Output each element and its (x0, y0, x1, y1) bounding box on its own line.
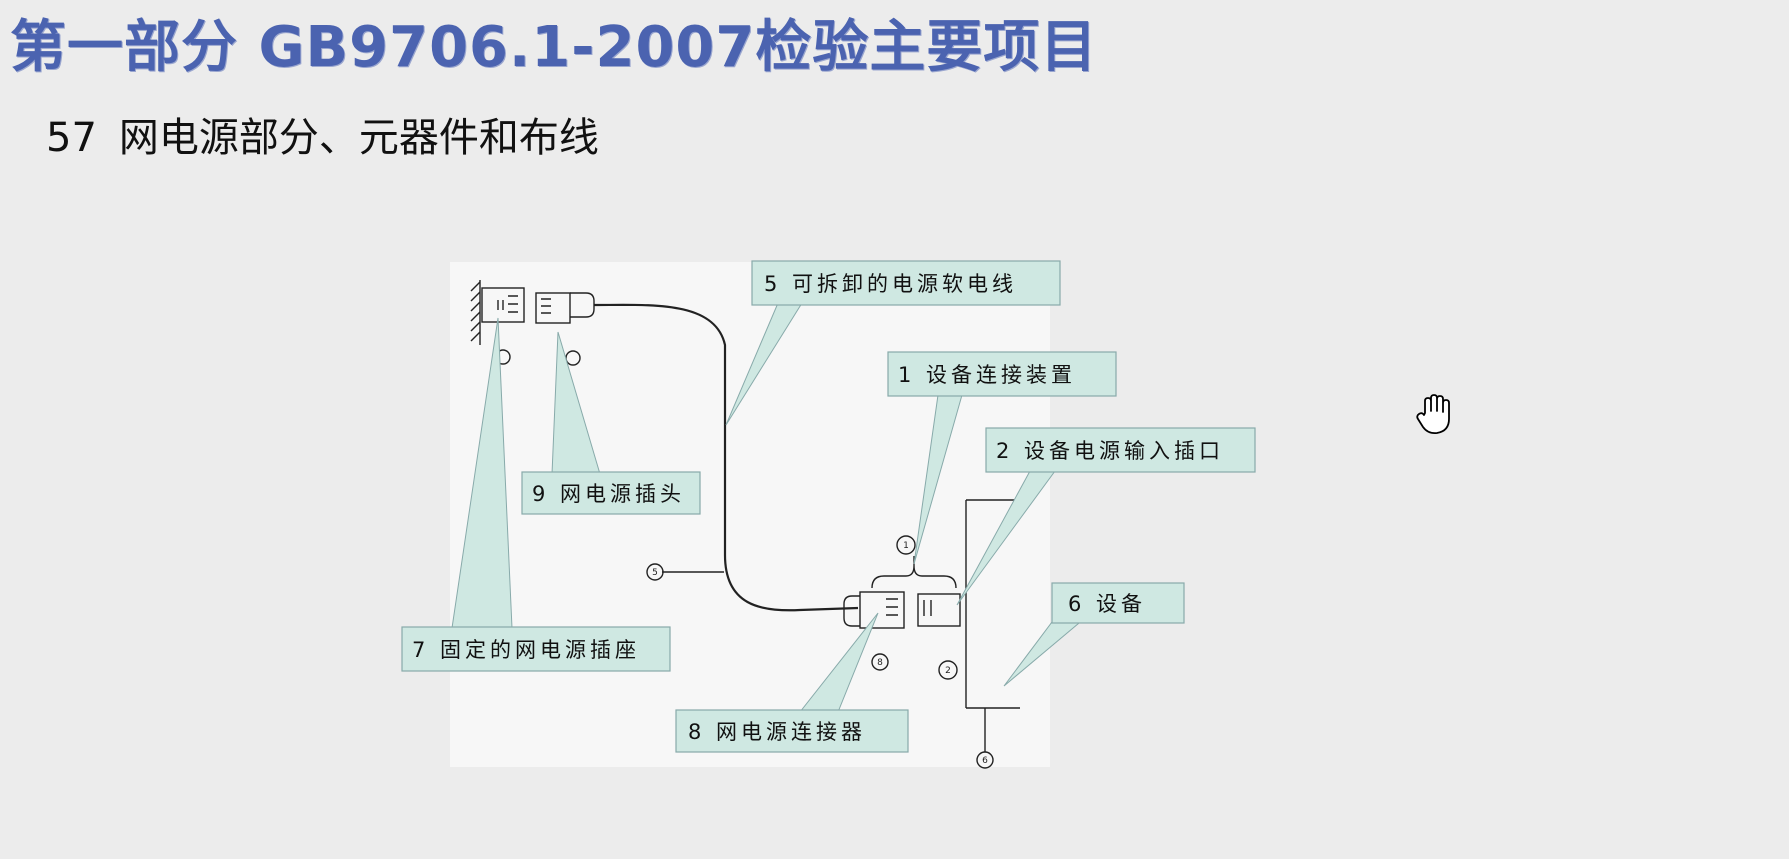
mains-connector (843, 591, 905, 629)
callout-9-label: 9 网电源插头 (532, 482, 685, 506)
marker-2-label: 2 (945, 666, 951, 676)
hand-pointer-icon (1416, 394, 1450, 435)
wall-hatching (470, 280, 481, 345)
marker-5 (646, 563, 664, 581)
marker-2 (938, 660, 958, 680)
marker-6 (976, 751, 994, 769)
power-cord (593, 303, 859, 612)
callout-6: 6 设备 (1051, 582, 1185, 624)
callout-6-label: 6 设备 (1068, 592, 1146, 616)
callout-1: 1 设备连接装置 (887, 351, 1117, 397)
callout-9: 9 网电源插头 (521, 471, 701, 515)
marker-1-label: 1 (903, 541, 909, 551)
section-heading: 57 网电源部分、元器件和布线 (46, 108, 599, 168)
callout-8-label: 8 网电源连接器 (688, 720, 866, 744)
callout-7-label: 7 固定的网电源插座 (412, 638, 640, 662)
marker-6-label: 6 (982, 756, 988, 766)
equipment-outline (965, 499, 1020, 752)
callout-2-label: 2 设备电源输入插口 (996, 439, 1224, 463)
callout-5-label: 5 可拆卸的电源软电线 (764, 272, 1017, 296)
appliance-inlet (917, 593, 961, 627)
section-number: 57 (46, 115, 97, 161)
marker-8 (871, 653, 889, 671)
marker-1 (896, 535, 916, 555)
fixed-mains-socket (481, 287, 525, 323)
callout-7: 7 固定的网电源插座 (401, 626, 671, 672)
callout-2: 2 设备电源输入插口 (985, 427, 1256, 473)
marker-5-label: 5 (652, 568, 658, 578)
callout-5: 5 可拆卸的电源软电线 (751, 260, 1061, 306)
section-title: 网电源部分、元器件和布线 (118, 115, 599, 161)
callout-1-label: 1 设备连接装置 (898, 363, 1076, 387)
callout-8: 8 网电源连接器 (675, 709, 909, 753)
slide-title: 第一部分 GB9706.1-2007检验主要项目 (10, 15, 1098, 80)
circle-markers: 1 2 5 6 8 (495, 349, 994, 769)
marker-8-label: 8 (877, 658, 883, 668)
